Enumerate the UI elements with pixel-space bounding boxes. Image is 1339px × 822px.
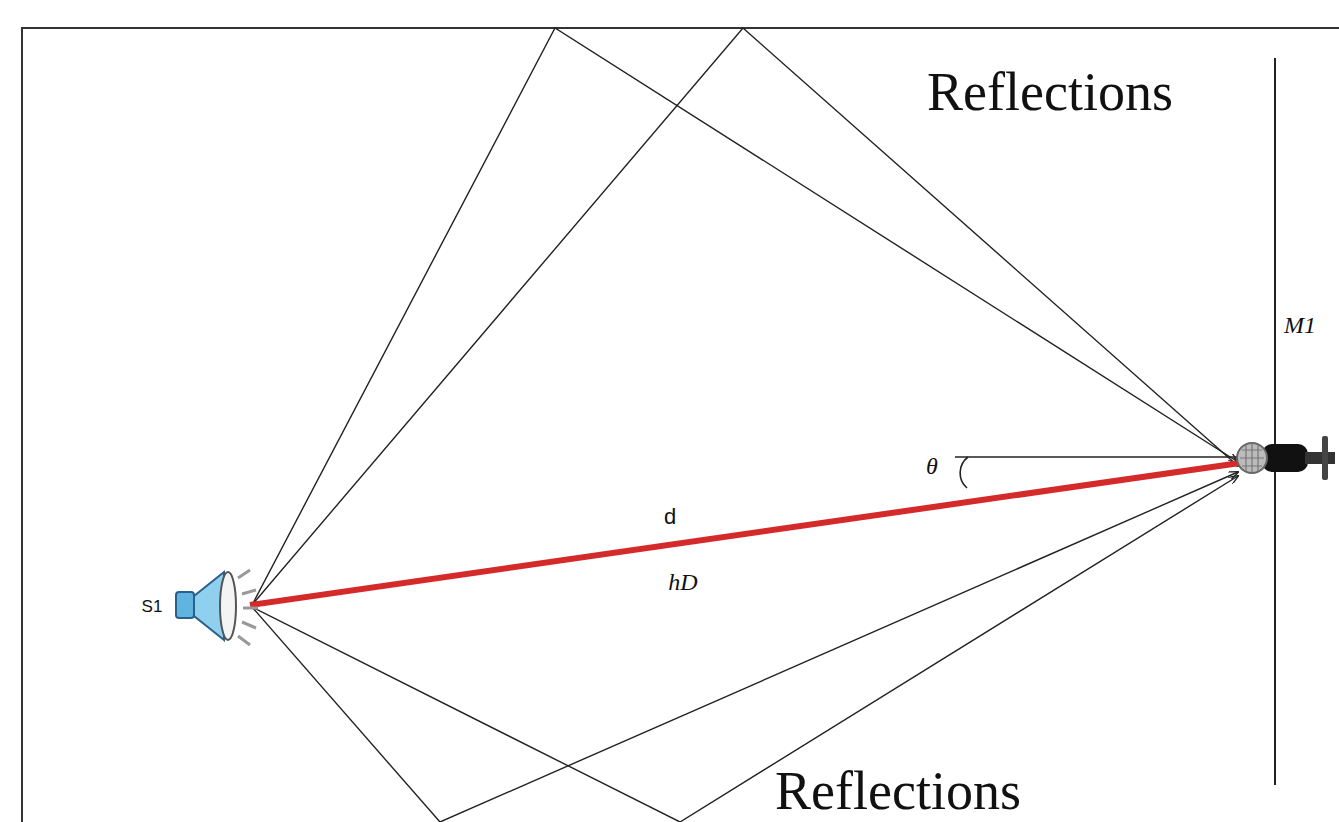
angle-arc	[960, 457, 968, 488]
transfer-label: hD	[668, 570, 697, 594]
reflections-label: Reflections	[775, 764, 1021, 818]
microphone-icon	[1237, 436, 1335, 480]
reflections-label: Reflections	[927, 65, 1173, 119]
reflection-path	[252, 476, 1238, 822]
microphone-label: M1	[1284, 313, 1316, 337]
speaker-icon	[176, 570, 258, 645]
source-label: S1	[142, 598, 163, 615]
distance-label: d	[664, 506, 676, 528]
reflection-path	[252, 28, 1238, 605]
angle-label: θ	[926, 454, 938, 478]
reference-line	[955, 456, 1240, 458]
room-border	[22, 28, 1339, 822]
wall-line	[1274, 58, 1276, 785]
direct-path	[250, 463, 1240, 605]
reflection-path	[252, 28, 1238, 605]
reflection-path	[252, 472, 1238, 822]
